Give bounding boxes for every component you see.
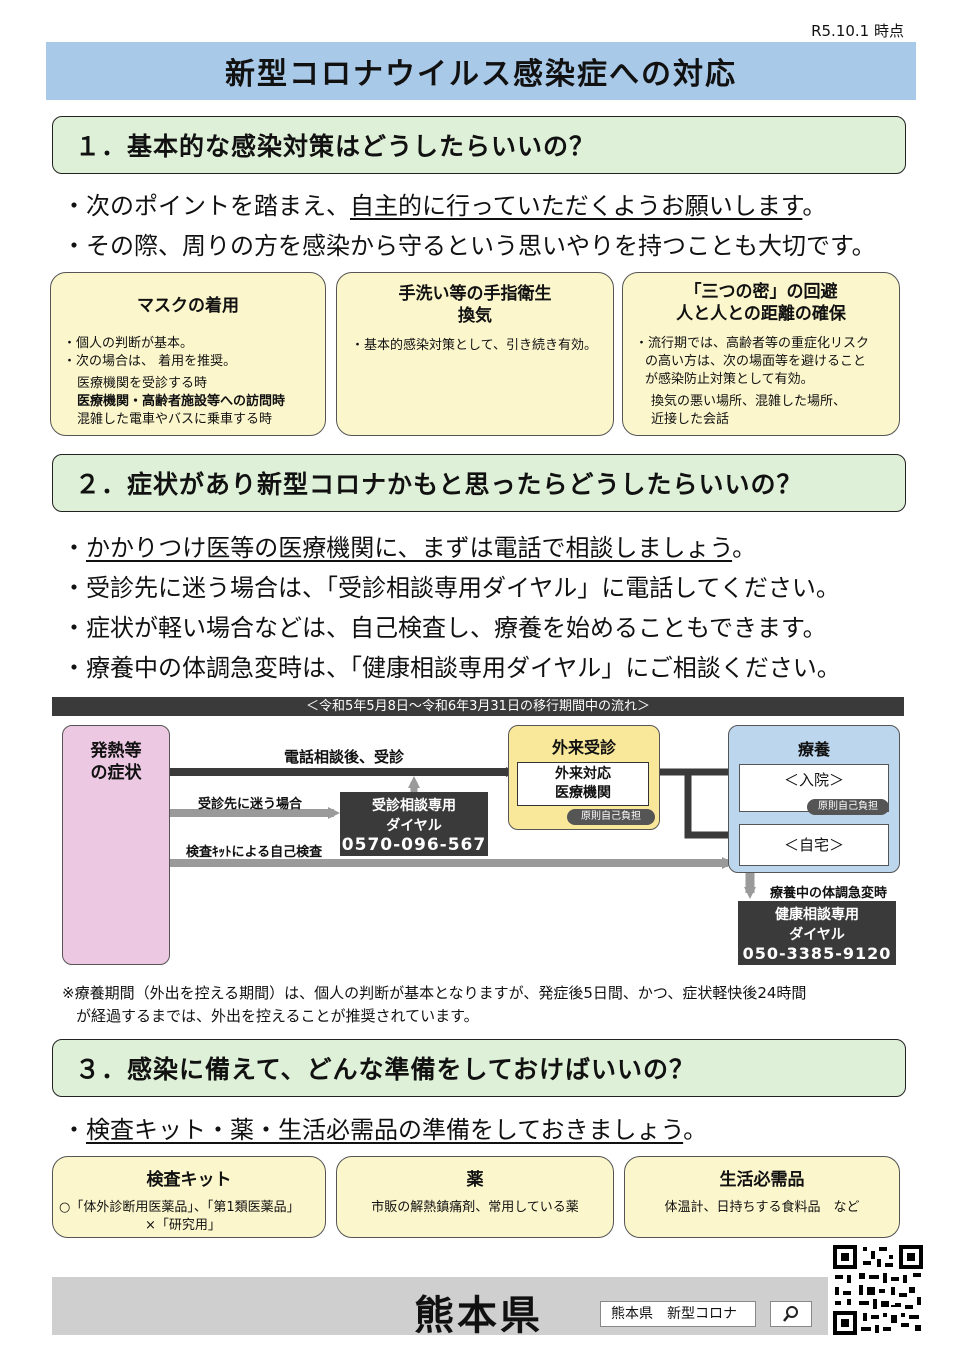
search-input[interactable]: 熊本県 新型コロナ [600, 1301, 756, 1327]
institution-line: 医療機関 [555, 785, 611, 801]
consult-dial-number: 0570-096-567 [341, 835, 487, 855]
flow-arrows [170, 767, 756, 899]
as-of-date: R5.10.1 時点 [811, 22, 904, 40]
section-1-bullet-2: ・その際、周りの方を感染から守るという思いやりを持つことも大切です。 [62, 232, 876, 260]
institution-line: 外来対応 [555, 766, 611, 782]
section-2-bullet-3: ・症状が軽い場合などは、自己検査し、療養を始めることもできます。 [62, 614, 827, 642]
route-selftest-label: 検査ｷｯﾄによる自己検査 [186, 845, 323, 860]
card-three-cs: 「三つの密」の回避 人と人との距離の確保 ・流行期では、高齢者等の重症化リスク … [622, 272, 900, 436]
card-line: ・流行期では、高齢者等の重症化リスク [635, 336, 870, 351]
card-title: 換気 [458, 306, 492, 326]
card-title: 手洗い等の手指衛生 [398, 284, 552, 304]
bullet-text: 。 [802, 192, 827, 220]
bullet-emphasis: 検査キット・薬・生活必需品の準備をしておきましょう [86, 1116, 684, 1144]
card-mask: マスクの着用 ・個人の判断が基本。 ・次の場合は、 着用を推奨。 医療機関を受診… [50, 272, 326, 436]
card-title: 薬 [466, 1170, 484, 1190]
consult-dial-box: 受診相談専用 ダイヤル 0570-096-567 [340, 792, 488, 856]
outpatient-label: 外来受診 [551, 738, 616, 757]
outpatient-box: 外来受診 外来対応 医療機関 原則自己負担 [508, 725, 660, 830]
outpatient-cost-badge: 原則自己負担 [567, 809, 655, 825]
card-line: が感染防止対策として有効。 [645, 372, 814, 387]
card-medicine: 薬 市販の解熱鎮痛剤、常用している薬 [336, 1156, 614, 1238]
section-2-bullet-2: ・受診先に迷う場合は、「受診相談専用ダイヤル」に電話してください。 [62, 574, 840, 602]
home-label: ＜自宅＞ [783, 836, 844, 854]
bullet-emphasis: 自主的に行っていただくようお願いします [350, 192, 803, 220]
dial-label: 受診相談専用 [372, 798, 456, 814]
symptom-label: 発熱等 [90, 741, 142, 761]
symptom-box: 発熱等 の症状 [62, 725, 170, 965]
health-dial-box: 健康相談専用 ダイヤル 050-3385-9120 [738, 901, 896, 965]
dial-label: 健康相談専用 [775, 907, 859, 923]
bullet-emphasis: かかりつけ医等の医療機関に、まずは電話で相談しましょう [86, 534, 733, 562]
page-title: 新型コロナウイルス感染症への対応 [46, 42, 916, 100]
section-3-heading: ３．感染に備えて、どんな準備をしておけばいいの？ [52, 1039, 906, 1097]
card-line: 近接した会話 [651, 412, 730, 427]
bullet-text: ・ [62, 534, 86, 562]
route-unsure-label: 受診先に迷う場合 [198, 797, 303, 812]
bullet-text: ・ [62, 1116, 86, 1144]
emergency-label: 療養中の体調急変時 [770, 886, 888, 901]
dial-label: ダイヤル [789, 927, 845, 943]
card-line: ・基本的感染対策として、引き続き有効。 [351, 338, 597, 353]
card-line: 市販の解熱鎮痛剤、常用している薬 [371, 1200, 579, 1215]
card-title: マスクの着用 [137, 296, 239, 316]
search-button[interactable] [770, 1301, 812, 1327]
card-line: 体温計、日持ちする食料品 など [664, 1200, 860, 1215]
section-2-heading: ２．症状があり新型コロナかもと思ったらどうしたらいいの？ [52, 454, 906, 512]
recovery-note-line-1: ※療養期間（外出を控える期間）は、個人の判断が基本となりますが、発症後5日間、か… [62, 984, 807, 1002]
card-line: 医療機関・高齢者施設等への訪問時 [77, 394, 286, 409]
prefecture-logo-text: 熊本県 [414, 1293, 543, 1339]
health-dial-number: 050-3385-9120 [742, 944, 892, 963]
outpatient-institution: 外来対応 医療機関 [517, 762, 649, 806]
dial-label: ダイヤル [386, 818, 442, 834]
hospital-cost-badge: 原則自己負担 [807, 799, 889, 815]
card-title: 生活必需品 [719, 1170, 805, 1190]
section-2-bullet-1: ・かかりつけ医等の医療機関に、まずは電話で相談しましょう。 [62, 528, 756, 563]
card-line: の高い方は、次の場面等を避けること [645, 354, 867, 369]
hospital-label: ＜入院＞ [783, 771, 844, 789]
recovery-box: 療養 ＜入院＞ 原則自己負担 ＜自宅＞ [728, 725, 900, 873]
symptom-label: の症状 [90, 763, 142, 783]
card-title: 検査キット [146, 1170, 232, 1190]
recovery-label: 療養 [797, 740, 830, 759]
section-1-heading: １．基本的な感染対策はどうしたらいいの？ [52, 116, 906, 174]
card-line: ・次の場合は、 着用を推奨。 [63, 354, 237, 369]
card-line: 換気の悪い場所、混雑した場所、 [651, 394, 847, 409]
card-hand-hygiene: 手洗い等の手指衛生 換気 ・基本的感染対策として、引き続き有効。 [336, 272, 614, 436]
route-home-arrow [684, 772, 738, 840]
flow-period-bar: ＜令和5年5月8日～令和6年3月31日の移行期間中の流れ＞ [52, 697, 904, 716]
qr-code-icon [833, 1245, 923, 1335]
bullet-text: 。 [732, 534, 757, 562]
section-3-bullet-1: ・検査キット・薬・生活必需品の準備をしておきましょう。 [62, 1110, 707, 1145]
search-icon [783, 1306, 798, 1322]
home-box: ＜自宅＞ [739, 824, 889, 866]
section-2-bullet-4: ・療養中の体調急変時は、「健康相談専用ダイヤル」にご相談ください。 [62, 654, 841, 682]
card-title: 人と人との距離の確保 [676, 304, 846, 324]
card-line: 医療機関を受診する時 [77, 376, 208, 391]
route-phone-label: 電話相談後、受診 [284, 748, 405, 766]
bullet-text: ・次のポイントを踏まえ、 [62, 192, 350, 220]
card-title: 「三つの密」の回避 [684, 282, 838, 302]
card-line: ×「研究用」 [145, 1218, 221, 1233]
card-line: ○「体外診断用医薬品」、「第1類医薬品」 [59, 1200, 300, 1215]
card-necessities: 生活必需品 体温計、日持ちする食料品 など [624, 1156, 900, 1238]
card-test-kit: 検査キット ○「体外診断用医薬品」、「第1類医薬品」 ×「研究用」 [52, 1156, 326, 1238]
card-line: ・個人の判断が基本。 [63, 336, 194, 351]
bullet-text: 。 [683, 1116, 708, 1144]
card-line: 混雑した電車やバスに乗車する時 [77, 412, 273, 427]
section-1-bullet-1: ・次のポイントを踏まえ、自主的に行っていただくようお願いします。 [62, 186, 826, 221]
recovery-note-line-2: が経過するまでは、外出を控えることが推奨されています。 [76, 1007, 479, 1025]
